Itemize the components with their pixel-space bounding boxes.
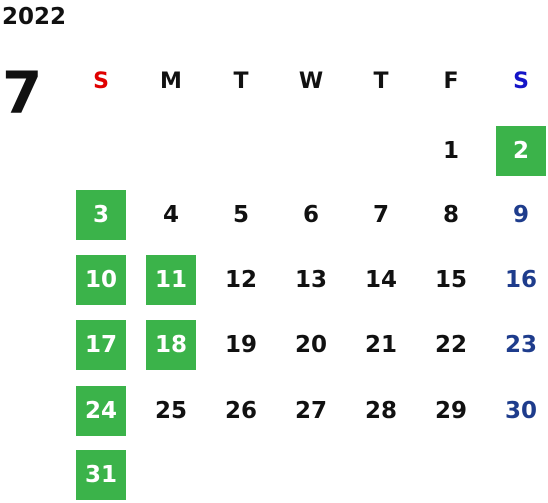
day-cell-25[interactable]: 25	[154, 398, 187, 424]
day-cell-30[interactable]: 30	[504, 398, 537, 424]
year-label: 2022	[2, 4, 67, 30]
weekday-label-monday: M	[160, 68, 182, 94]
day-cell-10[interactable]: 10	[76, 255, 126, 305]
day-cell-3[interactable]: 3	[76, 190, 126, 240]
day-cell-21[interactable]: 21	[364, 332, 397, 358]
day-cell-19[interactable]: 19	[224, 332, 257, 358]
weekday-label-sunday: S	[93, 68, 109, 94]
day-cell-13[interactable]: 13	[294, 267, 327, 293]
weekday-label-wednesday: W	[298, 68, 324, 94]
weekday-label-tuesday: T	[233, 68, 249, 94]
day-cell-23[interactable]: 23	[504, 332, 537, 358]
day-cell-17[interactable]: 17	[76, 320, 126, 370]
day-cell-5[interactable]: 5	[232, 202, 249, 228]
day-cell-22[interactable]: 22	[434, 332, 467, 358]
day-cell-11[interactable]: 11	[146, 255, 196, 305]
day-cell-16[interactable]: 16	[504, 267, 537, 293]
day-cell-6[interactable]: 6	[302, 202, 319, 228]
day-cell-14[interactable]: 14	[364, 267, 397, 293]
day-cell-8[interactable]: 8	[442, 202, 459, 228]
weekday-label-friday: F	[443, 68, 459, 94]
day-cell-29[interactable]: 29	[434, 398, 467, 424]
weekday-label-thursday: T	[373, 68, 389, 94]
day-cell-4[interactable]: 4	[162, 202, 179, 228]
day-cell-7[interactable]: 7	[372, 202, 389, 228]
day-cell-20[interactable]: 20	[294, 332, 327, 358]
day-cell-28[interactable]: 28	[364, 398, 397, 424]
day-cell-15[interactable]: 15	[434, 267, 467, 293]
day-cell-9[interactable]: 9	[512, 202, 529, 228]
day-cell-24[interactable]: 24	[76, 386, 126, 436]
day-cell-31[interactable]: 31	[76, 450, 126, 500]
day-cell-18[interactable]: 18	[146, 320, 196, 370]
month-number: 7	[2, 59, 43, 127]
day-cell-27[interactable]: 27	[294, 398, 327, 424]
day-cell-2[interactable]: 2	[496, 126, 546, 176]
day-cell-12[interactable]: 12	[224, 267, 257, 293]
day-cell-1[interactable]: 1	[442, 138, 459, 164]
day-cell-26[interactable]: 26	[224, 398, 257, 424]
weekday-label-saturday: S	[513, 68, 529, 94]
